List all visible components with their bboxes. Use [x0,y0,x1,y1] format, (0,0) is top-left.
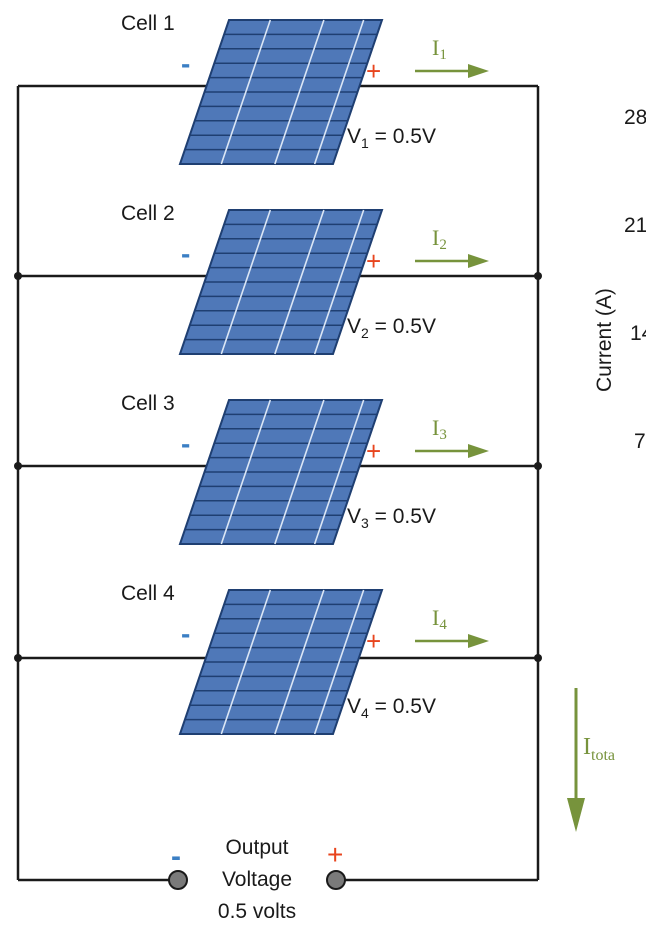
y-tick-14: 14 [630,322,646,345]
cell-minus-sign: - [181,238,190,269]
output-terminals: - + Output Voltage 0.5 volts [168,836,346,923]
cell-minus-sign: - [181,618,190,649]
solar-cell-3: Cell 3- + I3 V3 = 0.5V [121,392,489,545]
cell-current-arrow-head [468,444,489,458]
cell-plus-sign: + [366,626,381,656]
panel-busbar [220,589,272,735]
cell-voltage-label: V2 = 0.5V [347,315,436,341]
panel-busbar [274,399,325,545]
y-axis-label: Current (A) [593,288,616,392]
y-tick-28: 28 [624,106,646,129]
cell-current-arrow-head [468,64,489,78]
total-current-arrow: Itota [567,688,615,832]
y-tick-21: 21 [624,214,646,237]
cell-plus-sign: + [366,436,381,466]
panel-busbar [220,399,272,545]
junction-right-3 [534,462,542,470]
cell-label: Cell 1 [121,12,175,35]
cell-minus-sign: - [181,428,190,459]
cell-plus-sign: + [366,246,381,276]
output-label-line1: Output [225,836,288,859]
panel-busbar [313,589,365,735]
cell-current-arrow-head [468,634,489,648]
total-current-label: Itota [583,734,615,764]
cell-label: Cell 4 [121,582,175,605]
cell-label: Cell 3 [121,392,175,415]
panel-busbar [313,209,365,355]
output-minus-sign: - [171,840,181,873]
solar-cell-4: Cell 4- + I4 V4 = 0.5V [121,582,489,735]
junction-left-3 [14,462,22,470]
solar-cell-1: Cell 1- + I1 V1 = 0.5V [121,12,489,165]
panel-busbar [274,589,325,735]
cell-plus-sign: + [366,56,381,86]
output-plus-sign: + [327,839,343,870]
panel-busbar [220,209,272,355]
solar-cell-2: Cell 2- + I2 V2 = 0.5V [121,202,489,355]
cell-current-label: I3 [432,415,447,443]
output-label-line3: 0.5 volts [218,900,296,923]
panel-busbar [274,209,325,355]
panel-busbar [220,19,272,165]
y-tick-7: 7 [634,430,646,453]
cell-minus-sign: - [181,48,190,79]
cell-current-label: I1 [432,35,447,63]
cell-label: Cell 2 [121,202,175,225]
background-chart: 28 21 14 7 Current (A) [593,106,646,453]
total-current-arrow-head [567,798,585,832]
panel-busbar [313,19,365,165]
output-label-line2: Voltage [222,868,292,891]
junction-left-4 [14,654,22,662]
cell-voltage-label: V1 = 0.5V [347,125,436,151]
junction-right-2 [534,272,542,280]
cell-voltage-label: V4 = 0.5V [347,695,436,721]
output-terminal-plus[interactable] [326,870,346,890]
junction-left-2 [14,272,22,280]
cell-current-label: I4 [432,605,447,633]
output-terminal-minus[interactable] [168,870,188,890]
cell-current-label: I2 [432,225,447,253]
panel-busbar [274,19,325,165]
junction-right-4 [534,654,542,662]
panel-busbar [313,399,365,545]
cell-voltage-label: V3 = 0.5V [347,505,436,531]
cell-current-arrow-head [468,254,489,268]
